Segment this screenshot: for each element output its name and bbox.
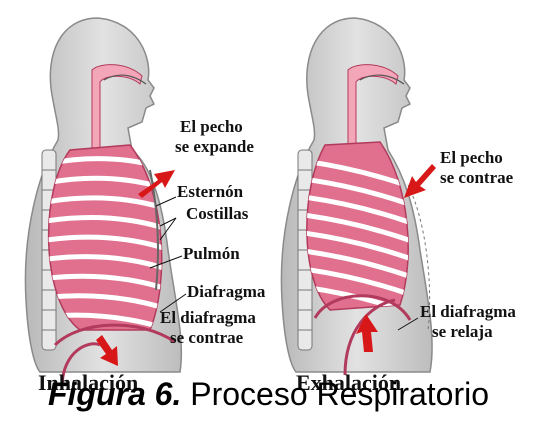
sternum-label: Esternón bbox=[177, 182, 244, 201]
figure-title: Proceso Respiratorio bbox=[181, 376, 489, 412]
figure-caption: Figura 6. Proceso Respiratorio bbox=[0, 376, 537, 413]
lung-label: Pulmón bbox=[183, 244, 240, 263]
right-diaphragm-action-2: se relaja bbox=[432, 322, 493, 341]
inhalation-figure bbox=[25, 18, 186, 388]
diaphragm-label: Diafragma bbox=[187, 282, 266, 301]
ribs-label: Costillas bbox=[186, 204, 249, 223]
right-chest-arrow bbox=[404, 164, 436, 198]
right-chest-label-2: se contrae bbox=[440, 168, 514, 187]
left-diaphragm-action-1: El diafragma bbox=[160, 308, 256, 327]
left-chest-label-1: El pecho bbox=[180, 117, 243, 136]
right-chest-label-1: El pecho bbox=[440, 148, 503, 167]
exhalation-figure bbox=[281, 18, 436, 375]
left-diaphragm-action-2: se contrae bbox=[170, 328, 244, 347]
figure-number: Figura 6. bbox=[48, 376, 181, 412]
right-diaphragm-action-1: El diafragma bbox=[420, 302, 516, 321]
left-chest-label-2: se expande bbox=[175, 137, 254, 156]
